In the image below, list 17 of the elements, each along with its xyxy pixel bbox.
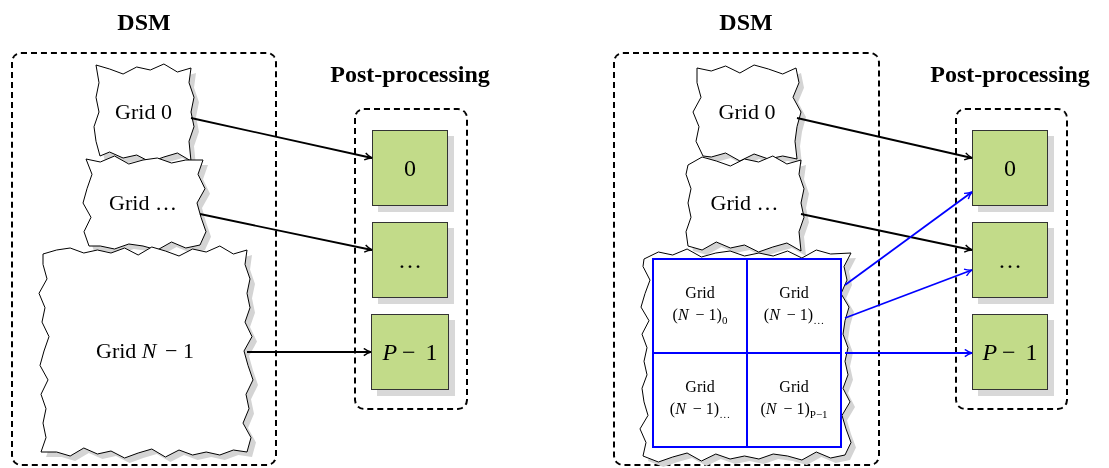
partition-label: Grid (N − 1)$_{…}$ — [668, 377, 732, 420]
partition-label: Grid (N − 1)$_{P−1}$ — [759, 377, 829, 420]
grid-partition-cell — [652, 258, 748, 354]
grid-label: Grid N − 1 — [96, 338, 194, 364]
grid-partition-cell — [746, 258, 842, 354]
grid-partition-cell — [652, 352, 748, 448]
partition-label: Grid (N − 1)$_{0}$ — [671, 283, 729, 326]
partition-label: Grid (N − 1)$_{…}$ — [762, 283, 826, 326]
grid-label: Grid … — [109, 190, 177, 216]
group-heading: Post-processing — [930, 60, 1090, 88]
group-heading: DSM — [117, 8, 171, 36]
grid-label: Grid 0 — [718, 99, 776, 125]
group-heading: DSM — [719, 8, 773, 36]
grid-label: Grid … — [710, 190, 779, 216]
grid-partition-cell — [746, 352, 842, 448]
group-heading: Post-processing — [330, 60, 490, 88]
grid-label: Grid 0 — [115, 99, 172, 125]
